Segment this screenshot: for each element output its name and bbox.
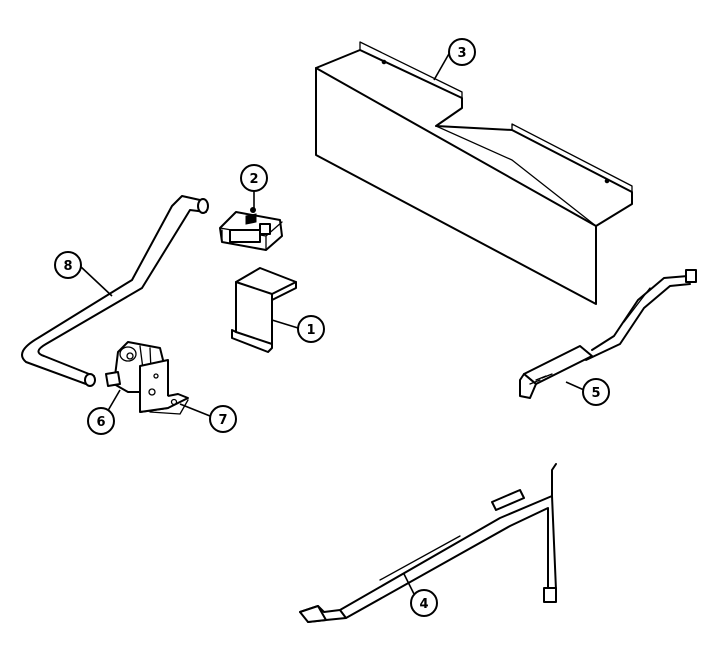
- callout-7: 7: [209, 405, 237, 433]
- callout-2: 2: [240, 164, 268, 192]
- callout-7-label: 7: [218, 413, 227, 428]
- callout-8: 8: [54, 251, 82, 279]
- callout-5-label: 5: [591, 386, 600, 401]
- part-2-switch: [219, 207, 283, 251]
- part-3-panel: [315, 41, 633, 305]
- callout-1-label: 1: [306, 323, 315, 338]
- callout-6-label: 6: [96, 415, 105, 430]
- part-1-bracket: [231, 267, 297, 353]
- part-8-hose: [21, 195, 209, 387]
- part-7-plate: [139, 359, 189, 415]
- part-5-harness: [519, 269, 697, 399]
- callout-1: 1: [297, 315, 325, 343]
- callout-6: 6: [87, 407, 115, 435]
- callout-4-label: 4: [419, 597, 428, 612]
- callout-2-label: 2: [249, 172, 258, 187]
- callout-3: 3: [448, 38, 476, 66]
- callout-3-label: 3: [457, 46, 466, 61]
- callout-5: 5: [582, 378, 610, 406]
- part-4-harness: [299, 463, 557, 623]
- leader-lines: [79, 51, 585, 595]
- callout-4: 4: [410, 589, 438, 617]
- callout-8-label: 8: [63, 259, 72, 274]
